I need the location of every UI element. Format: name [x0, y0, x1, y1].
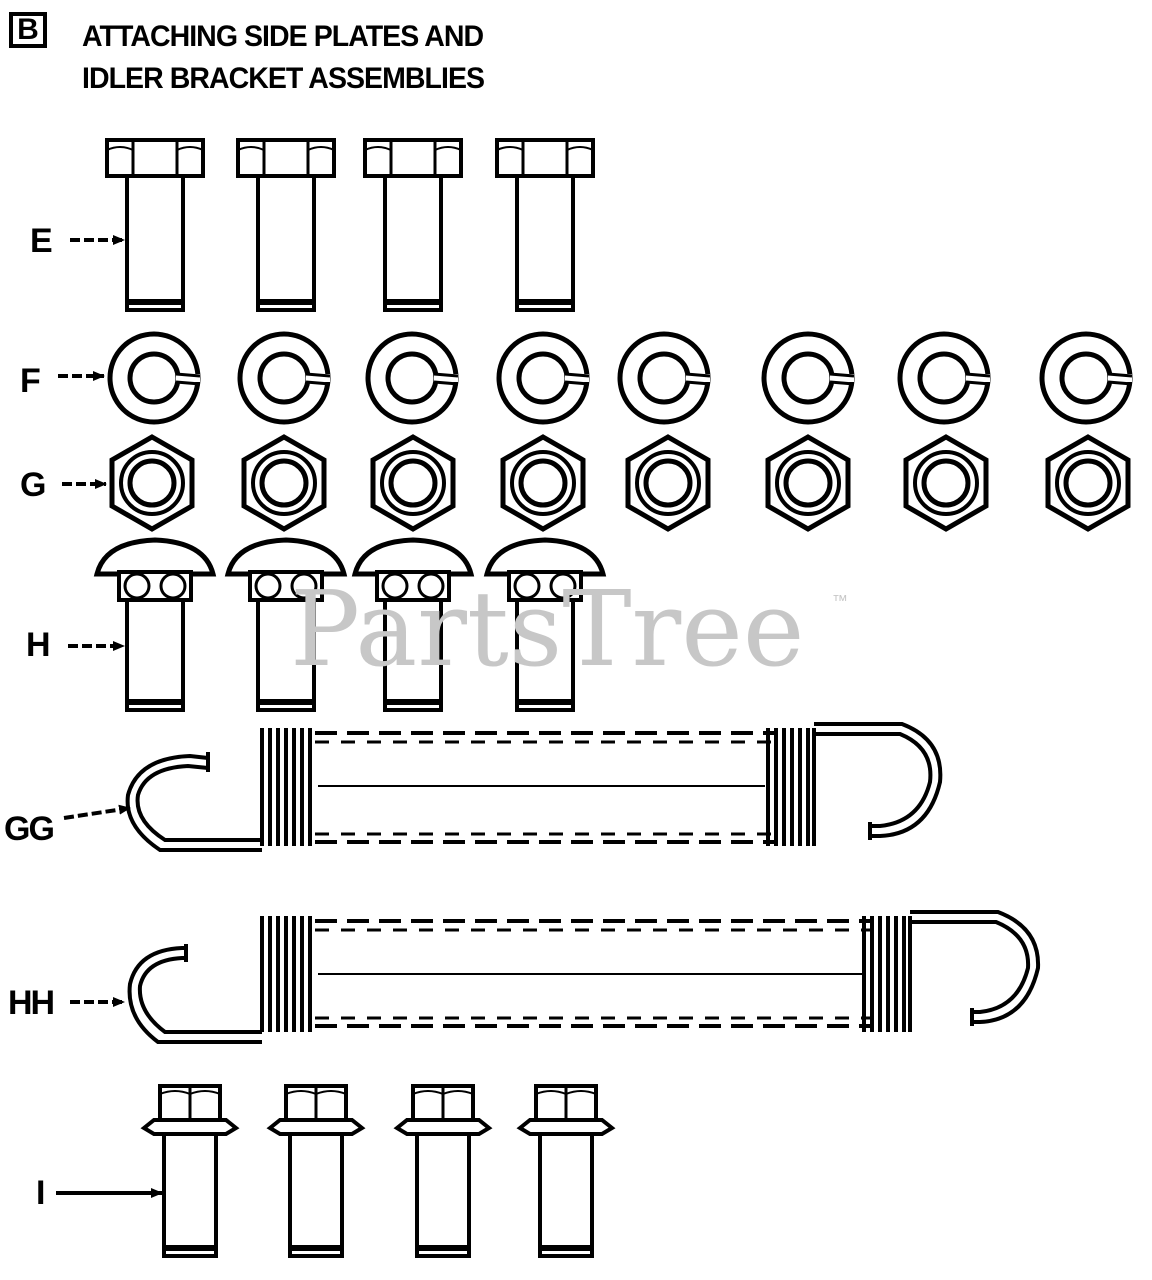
lock-washer [1042, 334, 1132, 422]
section-letter-box: B [9, 12, 47, 48]
flange-bolt [397, 1086, 489, 1256]
hex-nut [1048, 437, 1128, 529]
row-g-hex-nuts [112, 437, 1128, 529]
hex-nut [112, 437, 192, 529]
lock-washer [240, 334, 330, 422]
label-hh: HH [8, 984, 55, 1022]
watermark-trademark: ™ [832, 593, 848, 610]
row-e-hex-bolts [107, 140, 593, 310]
lock-washer [368, 334, 458, 422]
lock-washer [900, 334, 990, 422]
hex-nut [244, 437, 324, 529]
row-f-lock-washers [110, 334, 1132, 422]
hex-nut [503, 437, 583, 529]
row-i-flange-bolts [144, 1086, 612, 1256]
arrow-gg [63, 804, 131, 820]
lock-washer [620, 334, 710, 422]
label-g: G [20, 466, 46, 504]
lock-washer [110, 334, 200, 422]
hex-bolt [238, 140, 334, 310]
hex-nut [628, 437, 708, 529]
watermark-text: PartsTree [290, 568, 805, 690]
flange-bolt [520, 1086, 612, 1256]
lock-washer [764, 334, 854, 422]
label-h: H [26, 626, 51, 664]
carriage-bolt [97, 540, 213, 710]
hex-bolt [497, 140, 593, 310]
label-e: E [30, 222, 53, 260]
hex-bolt [365, 140, 461, 310]
hex-nut [373, 437, 453, 529]
spring-hh [127, 910, 1041, 1044]
hex-nut [906, 437, 986, 529]
hex-nut [768, 437, 848, 529]
title-line-2: IDLER BRACKET ASSEMBLIES [82, 62, 485, 95]
lock-washer [499, 334, 589, 422]
label-gg: GG [4, 810, 55, 848]
label-f: F [20, 362, 41, 400]
spring-gg [125, 722, 943, 852]
flange-bolt [144, 1086, 236, 1256]
label-i: I [36, 1174, 46, 1212]
title-line-1: ATTACHING SIDE PLATES AND [82, 20, 484, 53]
flange-bolt [270, 1086, 362, 1256]
hex-bolt [107, 140, 203, 310]
